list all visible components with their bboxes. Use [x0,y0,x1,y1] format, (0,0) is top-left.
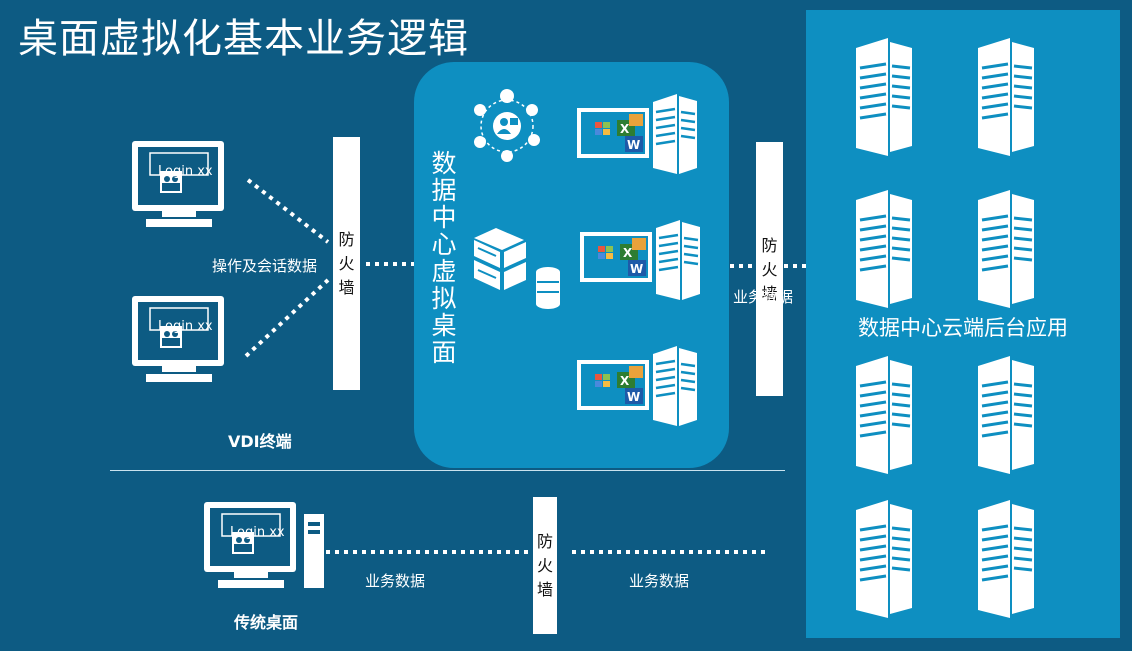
vdi-label: VDI终端 [228,432,292,451]
monitor-icon [204,502,296,588]
virtual-desktop-label: 数据中心虚拟桌面 [428,150,457,366]
database-icon [536,267,560,309]
login-text: Login xx [158,164,213,179]
login-text: Login xx [158,319,213,334]
traditional-right-data-label: 业务数据 [629,572,690,590]
monitor-icon [132,141,224,227]
vdi-terminal-2: Login xx [132,296,224,382]
backend-data-label: 业务数据 [733,288,794,306]
traditional-desktop: Login xx [204,502,324,588]
vdi-terminal-1: Login xx [132,141,224,227]
firewall-vdi: 防 火 墙 [333,137,360,390]
server-cluster-icon [474,228,526,290]
firewall-label: 防 火 墙 [761,236,778,303]
section-divider [110,470,785,471]
tower-pc-icon [304,514,324,588]
backend-label: 数据中心云端后台应用 [858,316,1068,340]
traditional-left-data-label: 业务数据 [365,572,426,590]
firewall-label: 防 火 墙 [338,229,355,297]
page-title: 桌面虚拟化基本业务逻辑 [18,16,469,62]
login-text: Login xx [230,525,285,540]
firewall-traditional: 防 火 墙 [533,497,557,634]
firewall-label: 防 火 墙 [536,531,553,599]
firewall-backend: 防 火 墙 [756,142,783,396]
traditional-label: 传统桌面 [234,613,299,632]
monitor-icon [132,296,224,382]
user-hub-icon [474,89,540,162]
vdi-data-label: 操作及会话数据 [212,257,318,275]
